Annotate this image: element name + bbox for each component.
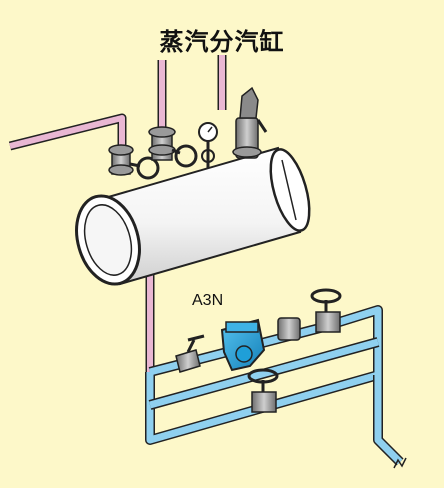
steam-pipe-left <box>8 113 127 151</box>
pressure-gauge-icon <box>198 122 218 168</box>
drain-valve-left <box>175 334 205 373</box>
condensate-loop <box>145 305 383 445</box>
trap-label: A3N <box>192 292 224 309</box>
top-valve-middle <box>148 126 198 168</box>
steam-header-vessel <box>75 146 311 286</box>
steam-trap-icon <box>220 318 266 372</box>
top-valve-left <box>108 144 160 180</box>
condensate-outlet <box>373 375 407 469</box>
safety-valve-icon <box>232 86 268 159</box>
handwheel-valve-bypass <box>247 368 279 413</box>
union-fitting <box>277 317 301 341</box>
handwheel-valve-upper <box>310 288 342 333</box>
diagram-title: 蒸汽分汽缸 <box>159 28 285 56</box>
